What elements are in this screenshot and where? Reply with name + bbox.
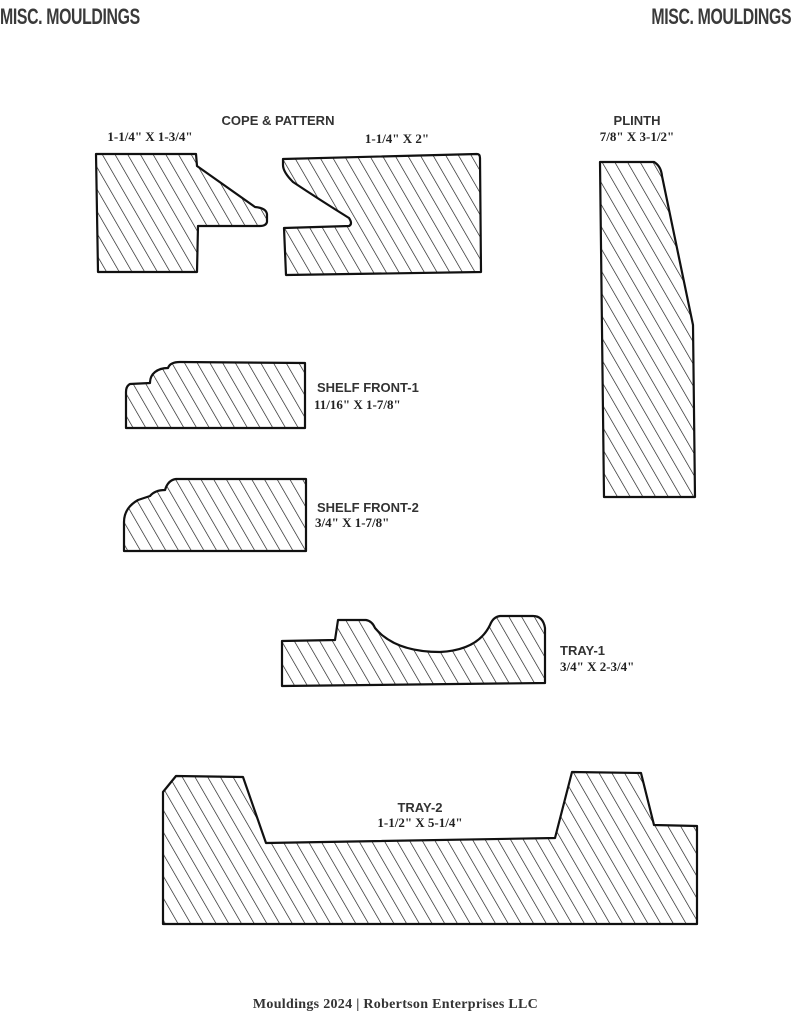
page-footer: Mouldings 2024 | Robertson Enterprises L… xyxy=(252,997,539,1012)
plinth-profile-shape xyxy=(598,160,697,499)
tray-1-dimension: 3/4" X 2-3/4" xyxy=(560,659,635,674)
shelf-front-1-dimension: 11/16" X 1-7/8" xyxy=(314,397,401,412)
pattern-profile-shape xyxy=(281,152,483,277)
tray-2-dimension: 1-1/2" X 5-1/4" xyxy=(377,815,463,830)
cope-profile-shape xyxy=(94,152,269,274)
shelf-front-1-title: SHELF FRONT-1 xyxy=(317,380,419,395)
plinth-dimension: 7/8" X 3-1/2" xyxy=(599,129,675,144)
page-header-right: MISC. MOULDINGS xyxy=(651,4,791,29)
pattern-dimension: 1-1/4" X 2" xyxy=(364,131,430,146)
shelf-front-2-profile-shape xyxy=(122,477,308,553)
shelf-front-2-title: SHELF FRONT-2 xyxy=(317,500,419,515)
tray-1-profile-shape xyxy=(280,614,547,688)
shelf-front-2-dimension: 3/4" X 1-7/8" xyxy=(315,515,390,530)
page-header-left: MISC. MOULDINGS xyxy=(0,4,140,29)
shelf-front-1-profile-shape xyxy=(124,360,307,430)
tray-1-title: TRAY-1 xyxy=(560,643,606,658)
tray-2-title: TRAY-2 xyxy=(397,800,443,815)
plinth-title: PLINTH xyxy=(613,113,661,128)
tray-2-profile-shape xyxy=(161,770,699,926)
cope-pattern-title: COPE & PATTERN xyxy=(221,113,335,128)
cope-dimension: 1-1/4" X 1-3/4" xyxy=(107,129,193,144)
